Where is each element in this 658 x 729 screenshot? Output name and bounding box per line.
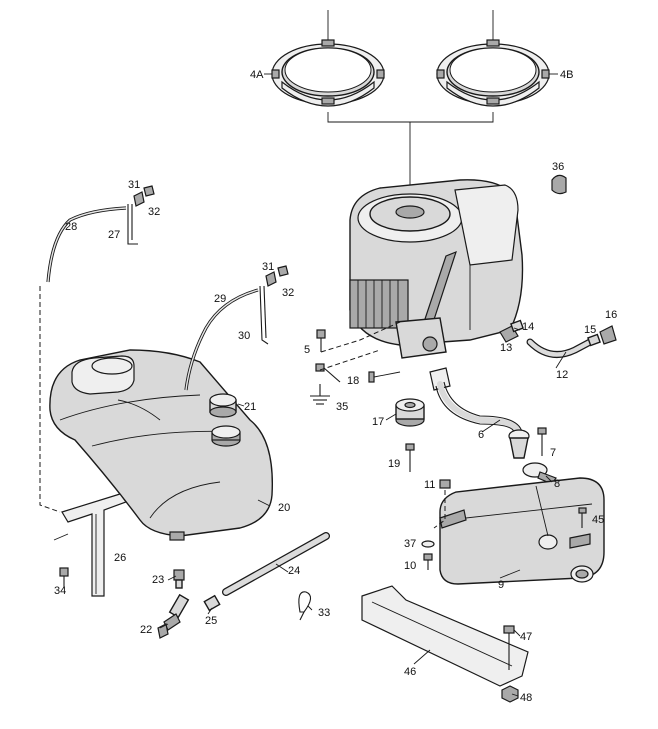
- fuel-line: [526, 338, 594, 358]
- callout-22: 22: [140, 624, 152, 636]
- fuel-fitting-15: [587, 333, 601, 347]
- lever-30: [259, 285, 269, 345]
- callout-24: 24: [288, 565, 300, 577]
- callout-34: 34: [54, 585, 66, 597]
- callout-11: 11: [424, 479, 435, 491]
- clip-31-left: [133, 191, 145, 207]
- callout-26: 26: [114, 552, 126, 564]
- callout-45: 45: [592, 514, 604, 526]
- hose-clamp-25: [203, 594, 221, 612]
- callout-32: 32: [282, 287, 294, 299]
- callout-47: 47: [520, 631, 532, 643]
- pulley-17: [395, 398, 425, 427]
- callout-6: 6: [478, 429, 484, 441]
- callout-30: 30: [238, 330, 250, 342]
- callout-5: 5: [304, 344, 310, 356]
- callout-12: 12: [556, 369, 568, 381]
- callout-10: 10: [404, 560, 416, 572]
- exhaust-pipe: [435, 381, 530, 459]
- nut-32-left: [143, 185, 155, 197]
- engine-block: [349, 179, 524, 391]
- engine-mount-ring-4b: [436, 39, 550, 107]
- linkage-rod-29: [184, 288, 259, 391]
- callout-17: 17: [372, 416, 384, 428]
- callout-16: 16: [605, 309, 617, 321]
- callout-27: 27: [108, 229, 120, 241]
- fuel-valve: [157, 593, 190, 639]
- callout-31: 31: [128, 179, 140, 191]
- heat-shield: [361, 585, 529, 687]
- tank-bracket: [61, 493, 127, 597]
- washer-37: [421, 540, 435, 548]
- callout-8: 8: [554, 478, 560, 490]
- linkage-rod-28: [46, 206, 127, 283]
- callout-13: 13: [500, 342, 512, 354]
- lever-27: [127, 204, 138, 245]
- muffler: [439, 477, 605, 585]
- pin-18: [368, 371, 375, 383]
- bolt-19: [405, 443, 415, 472]
- callout-15: 15: [584, 324, 596, 336]
- callout-23: 23: [152, 574, 164, 586]
- bolt-7: [537, 427, 547, 456]
- nut-11: [439, 479, 451, 489]
- fitting-23: [173, 569, 185, 589]
- nut-48: [501, 685, 519, 703]
- ground-symbol-icon: [310, 384, 330, 405]
- callout-9: 9: [498, 579, 504, 591]
- callout-29: 29: [214, 293, 226, 305]
- callout-4a: 4A: [250, 69, 264, 81]
- nut-32-right: [277, 265, 289, 277]
- clip-36: [551, 174, 567, 195]
- ring-guide-lines: [327, 10, 494, 200]
- bolt-47: [503, 625, 515, 670]
- callout-36: 36: [552, 161, 564, 173]
- bolt-10: [423, 553, 433, 570]
- callout-33: 33: [318, 607, 330, 619]
- tie-strap-33: [298, 591, 312, 621]
- callout-20: 20: [278, 502, 290, 514]
- ground-bolt-35: [315, 363, 341, 383]
- bolt-34: [59, 567, 69, 588]
- callout-31: 31: [262, 261, 274, 273]
- callout-37: 37: [404, 538, 416, 550]
- callout-46: 46: [404, 666, 416, 678]
- callout-25: 25: [205, 615, 217, 627]
- callout-labels: 4A 4B 36 31 32 28 27 31 32 29 30 14 16 1…: [54, 69, 617, 704]
- screw-45: [578, 507, 587, 528]
- leader-lines: [159, 327, 567, 697]
- engine-dashed-links: [319, 321, 401, 371]
- callout-28: 28: [65, 221, 77, 233]
- callout-32: 32: [148, 206, 160, 218]
- callout-14: 14: [522, 321, 534, 333]
- clip-31-right: [265, 271, 277, 287]
- callout-4b: 4B: [560, 69, 573, 81]
- engine-mount-ring-4a: [271, 39, 385, 107]
- fuel-cap: [209, 393, 237, 418]
- fuel-fitting-16: [599, 325, 617, 345]
- callout-21: 21: [244, 401, 256, 413]
- bolt-5: [316, 329, 326, 352]
- callout-18: 18: [347, 375, 359, 387]
- callout-35: 35: [336, 401, 348, 413]
- callout-48: 48: [520, 692, 532, 704]
- callout-7: 7: [550, 447, 556, 459]
- callout-19: 19: [388, 458, 400, 470]
